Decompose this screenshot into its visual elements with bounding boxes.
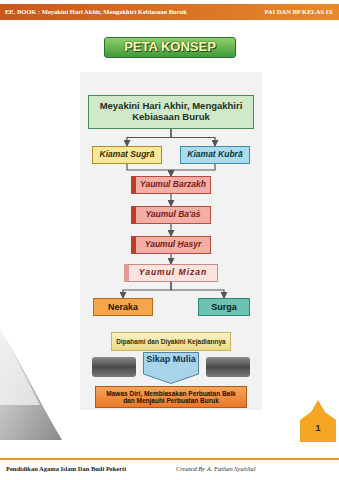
connector: [171, 164, 215, 176]
connector: [171, 129, 215, 146]
footer-credit: Created By A. Fathan Syahlial: [176, 465, 256, 472]
page-curl-shine: [0, 330, 40, 405]
title-button: PETA KONSEP: [104, 37, 236, 58]
node-text: Yaumul Ḥasyr: [145, 240, 201, 250]
side-bar: [206, 357, 250, 377]
title: PETA KONSEP: [124, 40, 216, 55]
arrow-outline: [144, 353, 199, 384]
outcome-box: Surga: [198, 298, 250, 316]
phase-box: Yaumul Ba'aṡ: [131, 206, 211, 224]
stage-box: Kiamat Kubrā: [180, 146, 250, 164]
band: Dipahami dan Diyakini Kejadiannya: [111, 332, 231, 351]
footer-text: Pendidikan Agama Islam Dan Budi Pekerti: [6, 465, 126, 472]
page-number: 1: [300, 424, 336, 434]
header-text: PAI DAN BP KELAS IX: [264, 8, 333, 15]
header-text: EE. BOOK : Meyakini Hari Akhir, Mengakhi…: [5, 8, 187, 15]
connector: [170, 194, 171, 206]
connector: [123, 282, 171, 298]
page-number-shape: [300, 400, 336, 442]
footer-line: [0, 458, 339, 460]
phase-box: Yaumul Mizan: [124, 264, 218, 282]
stage-box: Kiamat Sugrā: [92, 146, 162, 164]
node-text: Meyakini Hari Akhir, Mengakhiri Kebiasaa…: [93, 101, 249, 122]
node-text: Mawas Diri, Membiasakan Perbuatan Baik d…: [100, 390, 242, 405]
phase-box: Yaumul Ḥasyr: [131, 236, 211, 254]
band: Mawas Diri, Membiasakan Perbuatan Baik d…: [95, 386, 247, 408]
node-text: Yaumul Mizan: [139, 268, 207, 278]
side-bar: [92, 357, 136, 377]
node-text: Surga: [211, 302, 237, 312]
arrow-box: Sikap Mulia: [143, 352, 199, 384]
connector: [171, 282, 224, 298]
connector: [170, 224, 171, 236]
node-text: Sikap Mulia: [146, 354, 196, 364]
phase-box: Yaumul Barzakh: [131, 176, 211, 194]
node-text: Kiamat Kubrā: [187, 150, 242, 160]
header-bar: [0, 4, 339, 20]
node-text: Yaumul Barzakh: [140, 180, 206, 190]
outcome-box: Neraka: [93, 298, 153, 316]
connector: [127, 164, 171, 176]
node-text: Dipahami dan Diyakini Kejadiannya: [116, 338, 225, 345]
page-curl: [0, 330, 62, 440]
node-text: Kiamat Sugrā: [100, 150, 155, 160]
main-box: Meyakini Hari Akhir, Mengakhiri Kebiasaa…: [88, 95, 254, 129]
node-text: Yaumul Ba'aṡ: [145, 210, 200, 220]
diagram-panel: [80, 72, 262, 410]
connector: [170, 254, 171, 264]
connector: [127, 129, 171, 146]
node-text: Neraka: [108, 302, 138, 312]
